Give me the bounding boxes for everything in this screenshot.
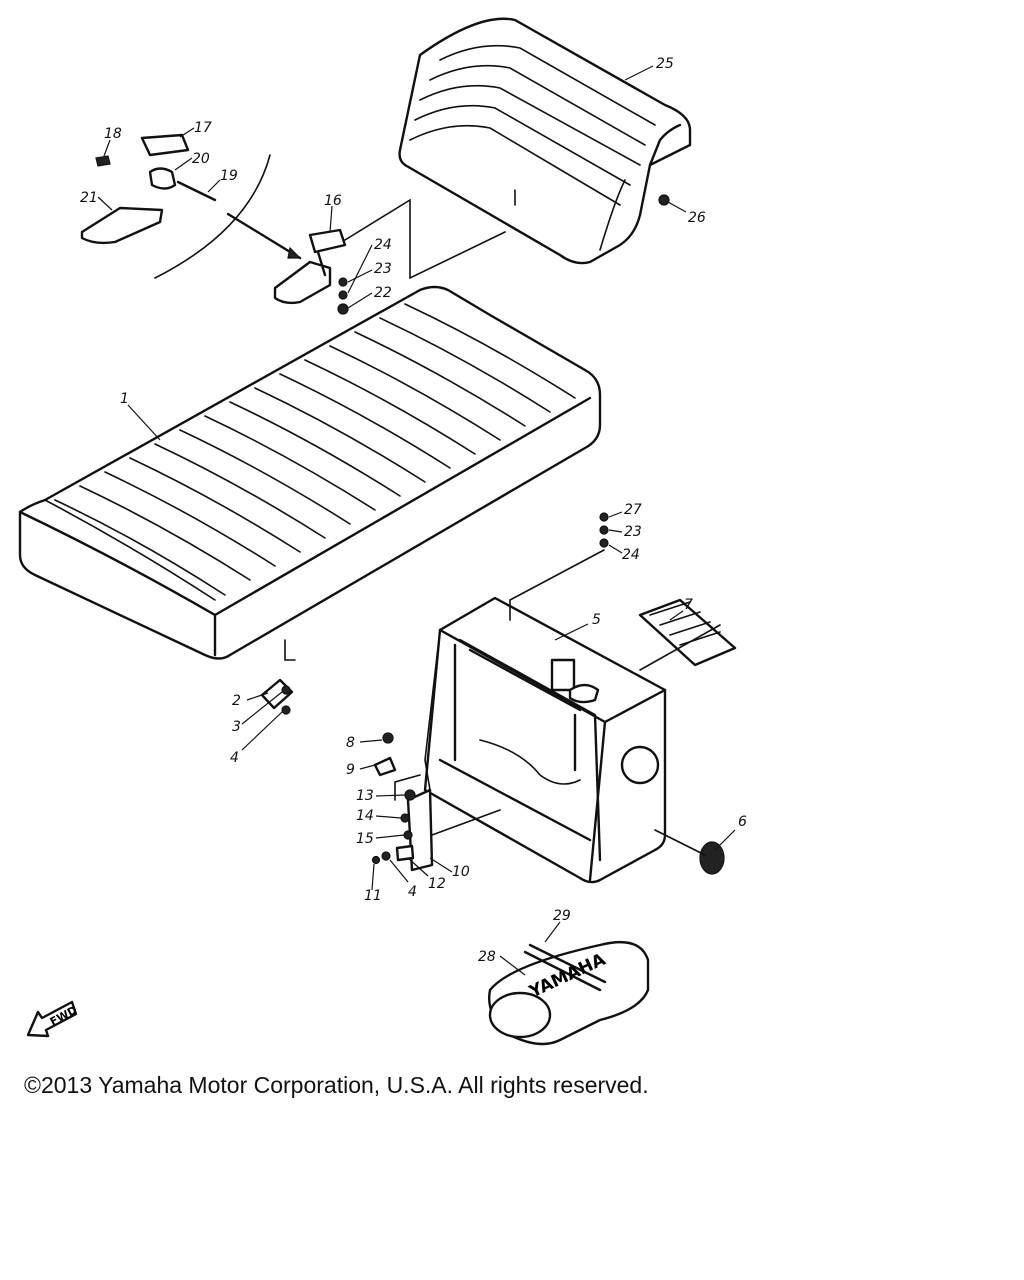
decal-strip — [638, 598, 737, 667]
callout-18: 18 — [104, 126, 122, 142]
callout-22: 22 — [374, 285, 392, 301]
callout-11: 11 — [364, 888, 382, 904]
hinge-hardware — [95, 155, 217, 202]
callout-6: 6 — [738, 814, 747, 830]
callout-1: 1 — [120, 391, 129, 407]
hinge-left — [80, 206, 164, 245]
callout-28: 28 — [478, 949, 496, 965]
tool-pouch: YAMAHA — [488, 940, 650, 1046]
callout-12: 12 — [428, 876, 446, 892]
callout-29: 29 — [553, 908, 571, 924]
parts-diagram: YAMAHA FWD — [18, 17, 747, 1046]
callout-27: 27 — [624, 502, 642, 518]
bracket-12 — [395, 844, 415, 862]
callout-21: 21 — [80, 190, 98, 206]
callout-19: 19 — [220, 168, 238, 184]
callout-13: 13 — [356, 788, 374, 804]
washer-24b — [599, 538, 609, 548]
storage-box — [423, 596, 667, 884]
bolt-27 — [599, 512, 609, 522]
callout-5: 5 — [592, 612, 601, 628]
callout-3: 3 — [232, 719, 241, 735]
callout-10: 10 — [452, 864, 470, 880]
callout-labels: 1 2 3 4 5 6 7 8 9 10 11 4 12 13 14 15 16… — [80, 56, 747, 965]
callout-25: 25 — [656, 56, 674, 72]
washer-3 — [281, 685, 291, 695]
fwd-arrow-icon: FWD — [26, 1000, 79, 1038]
callout-15: 15 — [356, 831, 374, 847]
seat-pleats — [54, 303, 576, 596]
latch-9 — [373, 756, 397, 777]
callout-14: 14 — [356, 808, 374, 824]
callout-8: 8 — [346, 735, 355, 751]
nut-22 — [337, 303, 349, 315]
callout-4: 4 — [230, 750, 239, 766]
washer-23b — [599, 525, 609, 535]
bolt-8 — [382, 732, 394, 744]
callout-2: 2 — [232, 693, 241, 709]
pin-15 — [403, 830, 413, 840]
nut-4b — [381, 851, 391, 861]
callout-23b: 23 — [624, 524, 642, 540]
callout-26: 26 — [688, 210, 706, 226]
washer-11 — [371, 855, 381, 865]
washer-24 — [338, 290, 348, 300]
nut-26 — [658, 194, 670, 206]
backrest-pad — [398, 17, 692, 265]
assembly-guides — [284, 189, 721, 856]
nut-4 — [281, 705, 291, 715]
callout-17: 17 — [194, 120, 212, 136]
seat-cushion — [18, 285, 602, 660]
callout-16: 16 — [324, 193, 342, 209]
callout-24: 24 — [374, 237, 392, 253]
callout-9: 9 — [346, 762, 355, 778]
grommet — [699, 841, 725, 875]
callout-7: 7 — [684, 597, 693, 613]
copyright-notice: ©2013 Yamaha Motor Corporation, U.S.A. A… — [24, 1072, 649, 1098]
callout-24b: 24 — [622, 547, 640, 563]
hinge-plate-17 — [140, 133, 190, 157]
callout-23: 23 — [374, 261, 392, 277]
hinge-right — [273, 228, 347, 305]
leader-lines — [97, 65, 736, 976]
spring-13 — [404, 789, 416, 801]
washer-14 — [400, 813, 410, 823]
washer-23 — [338, 277, 348, 287]
callout-4b: 4 — [408, 884, 417, 900]
callout-20: 20 — [192, 151, 210, 167]
